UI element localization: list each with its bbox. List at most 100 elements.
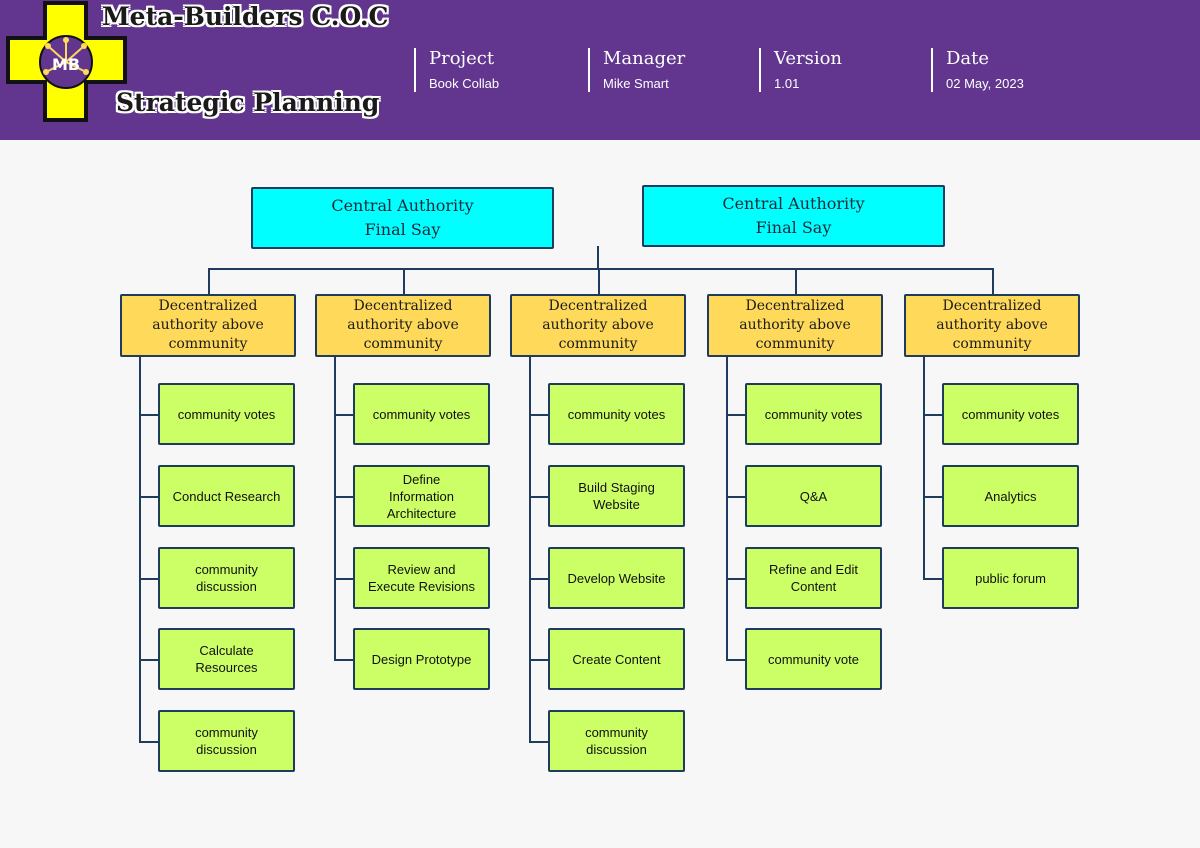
task-node: Q&A — [745, 465, 882, 527]
task-node: community discussion — [158, 547, 295, 609]
task-label: Develop Website — [567, 570, 666, 586]
node-label: Decentralized authority above community — [542, 298, 654, 352]
task-node: Build Staging Website — [548, 465, 685, 527]
central-authority-node: Central Authority Final Say — [251, 187, 554, 249]
brand-subtitle: Strategic Planning — [116, 88, 380, 117]
decentralized-authority-node: Decentralized authority above community — [120, 294, 296, 357]
task-label: Design Prototype — [371, 651, 472, 667]
connector-line — [598, 268, 600, 294]
node-label: Decentralized authority above community — [739, 298, 851, 352]
connector-line — [529, 414, 548, 416]
meta-label: Date — [946, 48, 990, 69]
connector-line — [139, 741, 158, 743]
task-node: community votes — [942, 383, 1079, 445]
task-node: community discussion — [158, 710, 295, 772]
task-label: Conduct Research — [172, 488, 281, 504]
task-node: Develop Website — [548, 547, 685, 609]
connector-line — [529, 496, 548, 498]
connector-line — [597, 246, 599, 269]
meta-project: Project Book Collab — [414, 48, 499, 92]
task-label: community votes — [567, 406, 666, 422]
svg-text:MB: MB — [52, 55, 80, 74]
connector-line — [529, 659, 548, 661]
task-label: public forum — [975, 570, 1046, 586]
node-label: Decentralized authority above community — [936, 298, 1048, 352]
connector-line — [139, 578, 158, 580]
node-label: Decentralized authority above community — [152, 298, 264, 352]
meta-value: 02 May, 2023 — [946, 76, 1024, 91]
task-node: community votes — [158, 383, 295, 445]
meta-value: 1.01 — [774, 76, 800, 91]
task-label: Define Information Architecture — [386, 471, 457, 521]
connector-line — [726, 357, 728, 660]
connector-line — [529, 578, 548, 580]
task-label: Calculate Resources — [195, 643, 258, 675]
connector-line — [334, 357, 336, 660]
task-label: community vote — [767, 651, 860, 667]
meta-label: Manager — [603, 48, 686, 69]
decentralized-authority-node: Decentralized authority above community — [510, 294, 686, 357]
task-node: Conduct Research — [158, 465, 295, 527]
task-node: community votes — [353, 383, 490, 445]
connector-line — [992, 268, 994, 294]
connector-line — [334, 659, 353, 661]
connector-line — [726, 659, 745, 661]
connector-line — [334, 496, 353, 498]
connector-line — [139, 659, 158, 661]
task-label: community votes — [764, 406, 863, 422]
connector-line — [529, 741, 548, 743]
task-node: Calculate Resources — [158, 628, 295, 690]
task-node: Review and Execute Revisions — [353, 547, 490, 609]
task-node: community votes — [548, 383, 685, 445]
connector-line — [403, 268, 405, 294]
decentralized-authority-node: Decentralized authority above community — [904, 294, 1080, 357]
task-label: community votes — [177, 406, 276, 422]
task-node: community vote — [745, 628, 882, 690]
task-label: Q&A — [799, 488, 828, 504]
logo-cross-icon: MB — [6, 1, 127, 122]
task-label: Build Staging Website — [578, 480, 655, 512]
task-node: Design Prototype — [353, 628, 490, 690]
task-label: Refine and Edit Content — [769, 562, 858, 594]
node-label: Central Authority Final Say — [331, 196, 474, 239]
task-node: public forum — [942, 547, 1079, 609]
connector-line — [726, 414, 745, 416]
task-label: community votes — [372, 406, 471, 422]
connector-line — [726, 578, 745, 580]
meta-value: Mike Smart — [603, 76, 669, 91]
connector-line — [334, 578, 353, 580]
meta-manager: Manager Mike Smart — [588, 48, 685, 92]
node-label: Central Authority Final Say — [722, 194, 865, 237]
task-label: Create Content — [572, 651, 661, 667]
connector-line — [139, 357, 141, 742]
header-banner: MB Meta-Builders C.O.C Strategic Plannin… — [0, 0, 1200, 140]
connector-line — [208, 268, 210, 294]
task-node: Refine and Edit Content — [745, 547, 882, 609]
task-label: community discussion — [585, 725, 648, 757]
connector-line — [923, 496, 942, 498]
meta-date: Date 02 May, 2023 — [931, 48, 1024, 92]
connector-line — [923, 357, 925, 579]
meta-value: Book Collab — [429, 76, 500, 91]
task-node: community votes — [745, 383, 882, 445]
task-node: Define Information Architecture — [353, 465, 490, 527]
connector-line — [726, 496, 745, 498]
decentralized-authority-node: Decentralized authority above community — [315, 294, 491, 357]
meta-label: Project — [429, 48, 495, 69]
decentralized-authority-node: Decentralized authority above community — [707, 294, 883, 357]
central-authority-node: Central Authority Final Say — [642, 185, 945, 247]
meta-label: Version — [774, 48, 843, 69]
task-node: Analytics — [942, 465, 1079, 527]
connector-line — [334, 414, 353, 416]
task-label: Review and Execute Revisions — [368, 562, 475, 594]
task-label: Analytics — [984, 488, 1037, 504]
connector-line — [795, 268, 797, 294]
node-label: Decentralized authority above community — [347, 298, 459, 352]
task-node: Create Content — [548, 628, 685, 690]
connector-line — [139, 414, 158, 416]
brand-title: Meta-Builders C.O.C — [102, 2, 389, 31]
connector-line — [208, 268, 994, 270]
connector-line — [923, 578, 942, 580]
task-label: community discussion — [195, 725, 258, 757]
meta-version: Version 1.01 — [759, 48, 842, 92]
